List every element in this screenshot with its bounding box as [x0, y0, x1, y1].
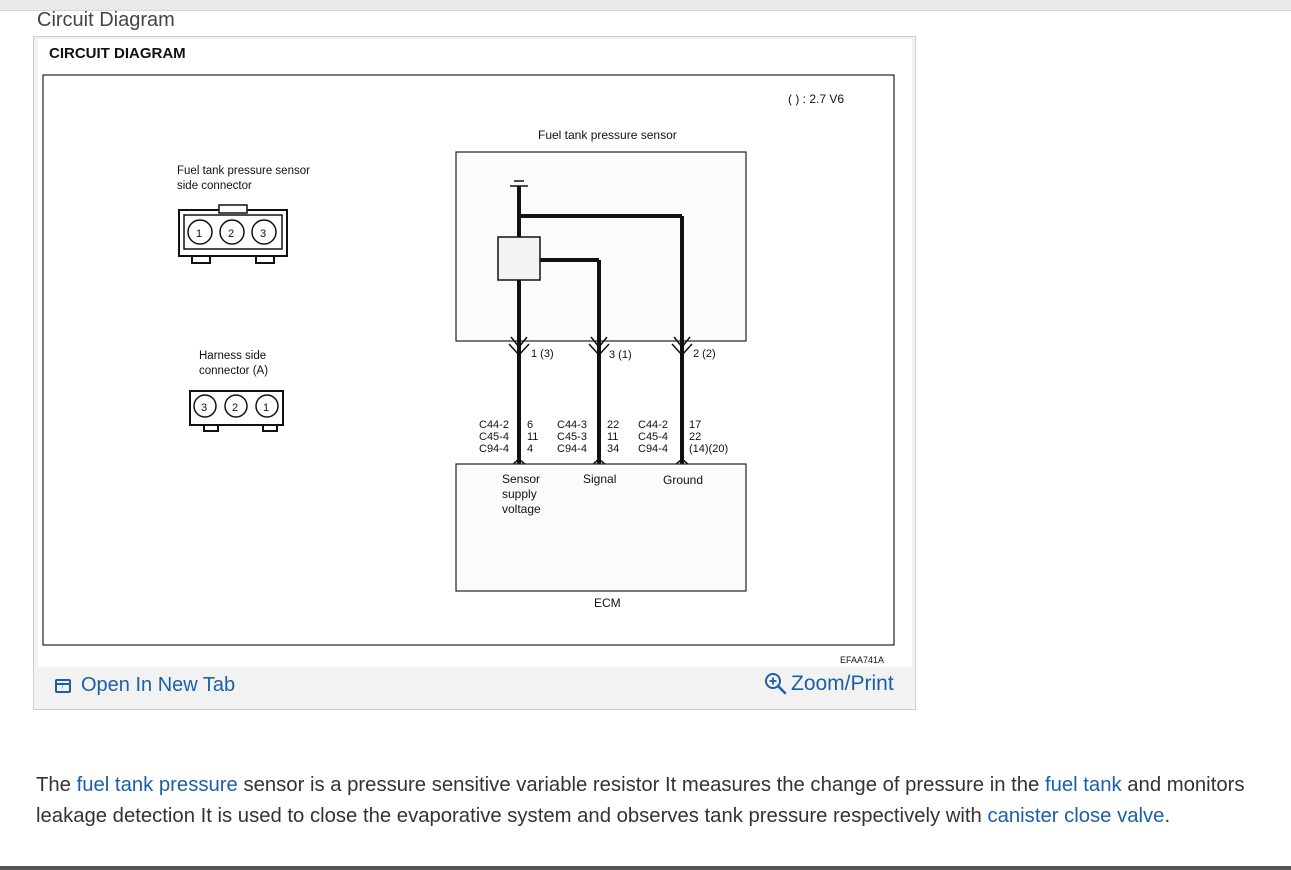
sensor-connector-label-1: Fuel tank pressure sensor [177, 165, 310, 177]
sensor-pin-3: 3 [260, 228, 266, 240]
t1-num-2: 11 [527, 431, 538, 443]
sensor-pin-2: 2 [228, 228, 234, 240]
harness-wires [508, 336, 693, 467]
circuit-diagram: CIRCUIT DIAGRAM ( ) : 2.7 V6 Fuel tank p… [42, 45, 895, 665]
diagram-image[interactable]: CIRCUIT DIAGRAM ( ) : 2.7 V6 Fuel tank p… [38, 39, 912, 667]
open-in-new-tab-link[interactable]: Open In New Tab [55, 674, 235, 697]
sensor-element [497, 236, 541, 281]
t1-function-2: supply [502, 487, 537, 501]
t2-num-2: 11 [607, 431, 618, 443]
figure-caption: CIRCUIT DIAGRAM [49, 45, 186, 62]
fuel-tank-link[interactable]: fuel tank [1044, 774, 1122, 796]
description-text-2: sensor is a pressure sensitive variable … [237, 774, 1045, 796]
description-text-4: . [1164, 805, 1171, 827]
t2-function: Signal [583, 472, 616, 486]
bottom-divider [0, 866, 1291, 870]
terminal-1-pin: 1 (3) [531, 348, 554, 360]
t3-conn-1: C44-2 [638, 419, 668, 431]
t1-conn-2: C45-4 [479, 431, 509, 443]
zoom-print-label: Zoom/Print [791, 672, 894, 695]
t3-num-1: 17 [689, 419, 701, 431]
t3-num-3: (14)(20) [689, 443, 728, 455]
harness-connector [189, 390, 284, 432]
t2-conn-2: C45-3 [557, 431, 587, 443]
figure-code: EFAA741A [840, 655, 884, 665]
sensor-connector [178, 204, 288, 264]
harness-pin-2: 2 [232, 402, 238, 414]
t2-conn-1: C44-3 [557, 419, 587, 431]
t2-conn-3: C94-4 [557, 443, 587, 455]
figure-frame [42, 74, 895, 646]
t2-num-1: 22 [607, 419, 619, 431]
harness-pin-3: 3 [201, 402, 207, 414]
open-in-new-tab-icon [55, 678, 71, 693]
description-text-1: The [36, 774, 77, 796]
sensor-title: Fuel tank pressure sensor [538, 128, 677, 142]
t2-num-3: 34 [607, 443, 619, 455]
harness-pin-1: 1 [263, 402, 269, 414]
terminal-2-pin: 3 (1) [609, 349, 632, 361]
zoom-print-link[interactable]: Zoom/Print [764, 672, 894, 696]
t3-function: Ground [663, 473, 703, 487]
sensor-pin-1: 1 [196, 228, 202, 240]
t1-conn-3: C94-4 [479, 443, 509, 455]
description-text-3: and monitors leakage detection It is use… [36, 774, 1245, 827]
t1-num-1: 6 [527, 419, 533, 431]
section-title: Circuit Diagram [37, 9, 175, 31]
harness-label-1: Harness side [199, 350, 266, 362]
sensor-connector-label-2: side connector [177, 180, 252, 192]
t1-num-3: 4 [527, 443, 533, 455]
canister-close-valve-link[interactable]: canister close valve [987, 805, 1165, 827]
description-paragraph: The fuel tank pressure sensor is a press… [36, 770, 1256, 832]
fuel-tank-pressure-link[interactable]: fuel tank pressure [76, 774, 238, 796]
t3-num-2: 22 [689, 431, 701, 443]
terminal-3-pin: 2 (2) [693, 348, 716, 360]
t3-conn-2: C45-4 [638, 431, 668, 443]
t1-function-3: voltage [502, 502, 541, 516]
harness-label-2: connector (A) [199, 365, 268, 377]
top-divider [0, 0, 1291, 11]
open-in-new-tab-label: Open In New Tab [81, 674, 236, 696]
ecm-label: ECM [594, 596, 621, 610]
ecm-box [455, 463, 747, 592]
t1-conn-1: C44-2 [479, 419, 509, 431]
legend-note: ( ) : 2.7 V6 [788, 92, 844, 106]
figure-card: CIRCUIT DIAGRAM ( ) : 2.7 V6 Fuel tank p… [33, 36, 916, 710]
t1-function-1: Sensor [502, 472, 540, 486]
zoom-in-icon [765, 673, 787, 695]
t3-conn-3: C94-4 [638, 443, 668, 455]
